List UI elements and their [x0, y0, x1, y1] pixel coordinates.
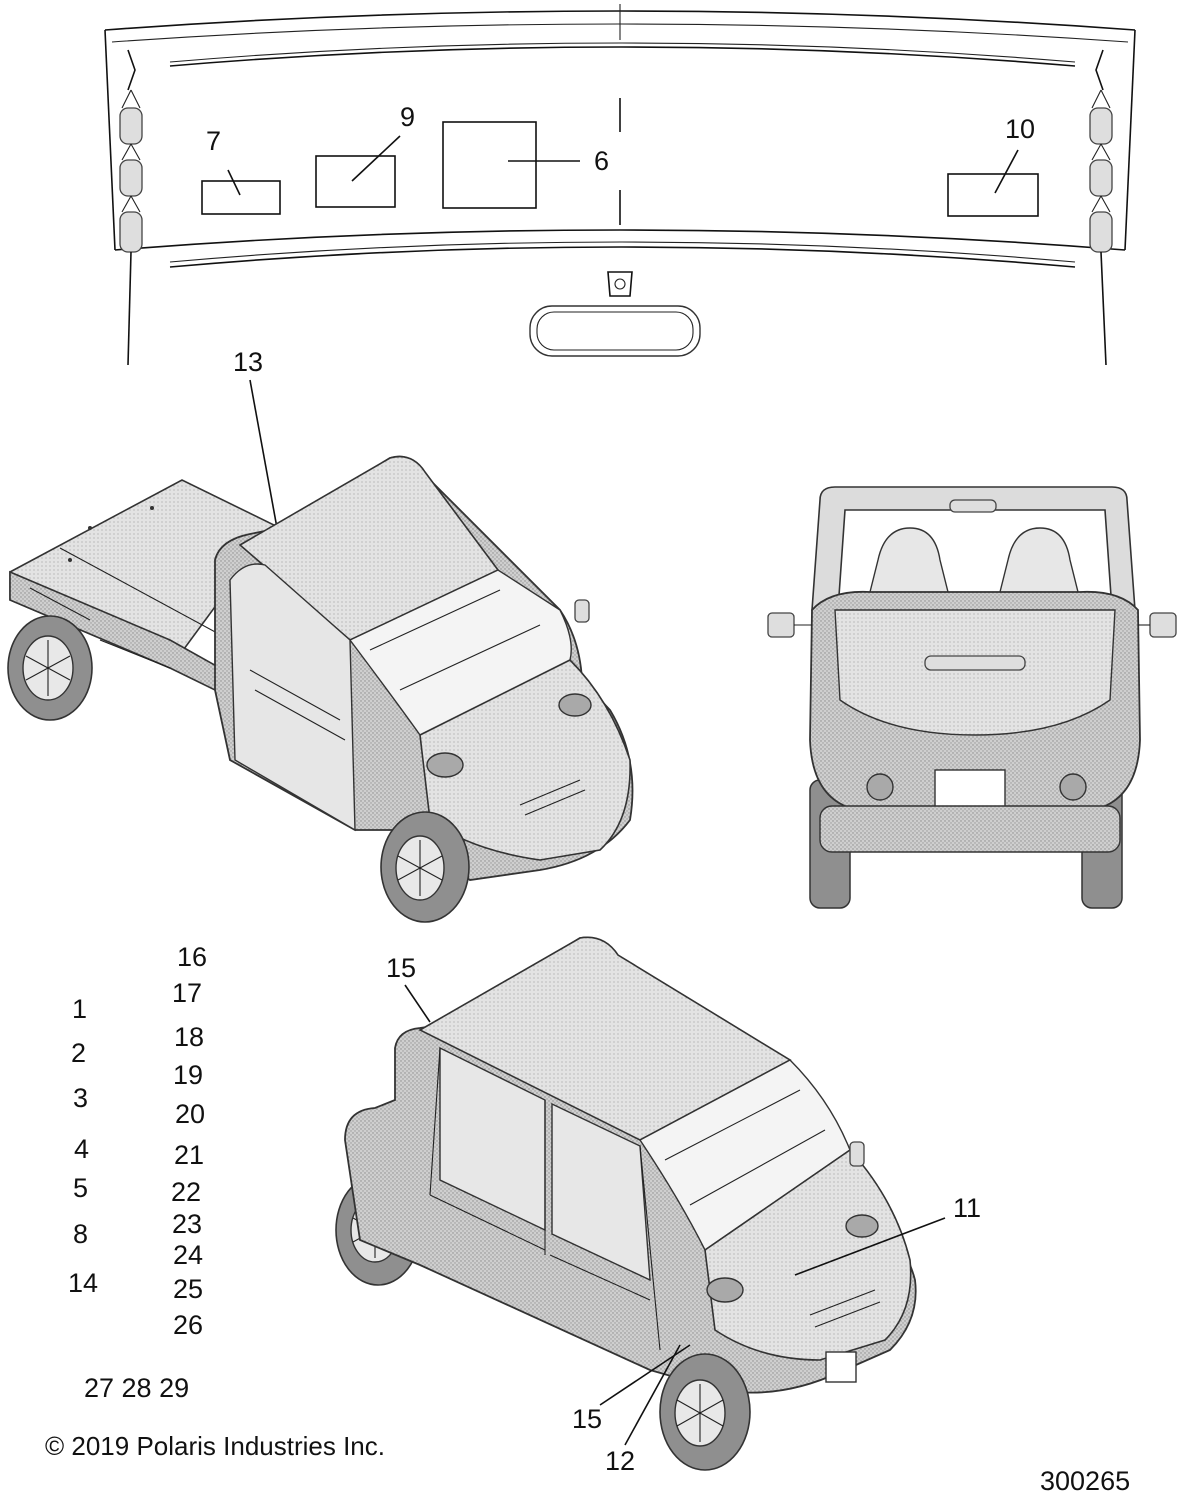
callout-9: 9: [400, 102, 415, 132]
list-item: 20: [175, 1099, 205, 1129]
list-item: 24: [173, 1240, 203, 1270]
right-strap: [1089, 49, 1113, 366]
decal-7: [201, 180, 281, 215]
list-item: 21: [174, 1140, 204, 1170]
list-item: 1: [72, 994, 87, 1024]
list-item: 19: [173, 1060, 203, 1090]
copyright-notice: © 2019 Polaris Industries Inc.: [45, 1431, 385, 1461]
callout-numbers: 7 9 6 10 13 15 11 15 12: [206, 102, 1035, 1476]
callout-13: 13: [233, 347, 263, 377]
callout-10: 10: [1005, 114, 1035, 144]
callout-12: 12: [605, 1446, 635, 1476]
callout-15-bottom: 15: [572, 1404, 602, 1434]
parts-list-left: 1 2 3 4 5 8 14: [68, 994, 98, 1298]
list-item: 22: [171, 1177, 201, 1207]
list-item: 5: [73, 1173, 88, 1203]
decal-9: [315, 155, 396, 208]
callout-6: 6: [594, 146, 609, 176]
list-item: 26: [173, 1310, 203, 1340]
leader-lines-top: [227, 135, 1019, 529]
list-item: 4: [74, 1134, 89, 1164]
parts-list-middle: 16 17 18 19 20 21 22 23 24 25 26: [171, 942, 207, 1340]
list-item: 18: [174, 1022, 204, 1052]
decal-10: [947, 173, 1039, 217]
parts-list-bottom-row: 27 28 29: [84, 1373, 189, 1403]
list-item: 17: [172, 978, 202, 1008]
vehicle-4door-iso: [335, 936, 917, 1471]
list-item: 23: [172, 1209, 202, 1239]
rear-view-mirror: [529, 271, 701, 357]
callout-15-top: 15: [386, 953, 416, 983]
left-strap: [119, 49, 143, 366]
figure-number: 300265: [1040, 1466, 1130, 1496]
list-item: 8: [73, 1219, 88, 1249]
list-item: 25: [173, 1274, 203, 1304]
vehicle-utility-iso: [7, 455, 634, 923]
list-item: 2: [71, 1038, 86, 1068]
list-item: 3: [73, 1083, 88, 1113]
roof-header-panel: [104, 4, 1136, 366]
list-item: 14: [68, 1268, 98, 1298]
vehicle-rear-view: [767, 486, 1177, 909]
decal-6: [442, 121, 537, 209]
callout-11: 11: [953, 1193, 981, 1223]
leader-lines-bottom: [404, 984, 946, 1446]
list-item: 16: [177, 942, 207, 972]
callout-7: 7: [206, 126, 221, 156]
